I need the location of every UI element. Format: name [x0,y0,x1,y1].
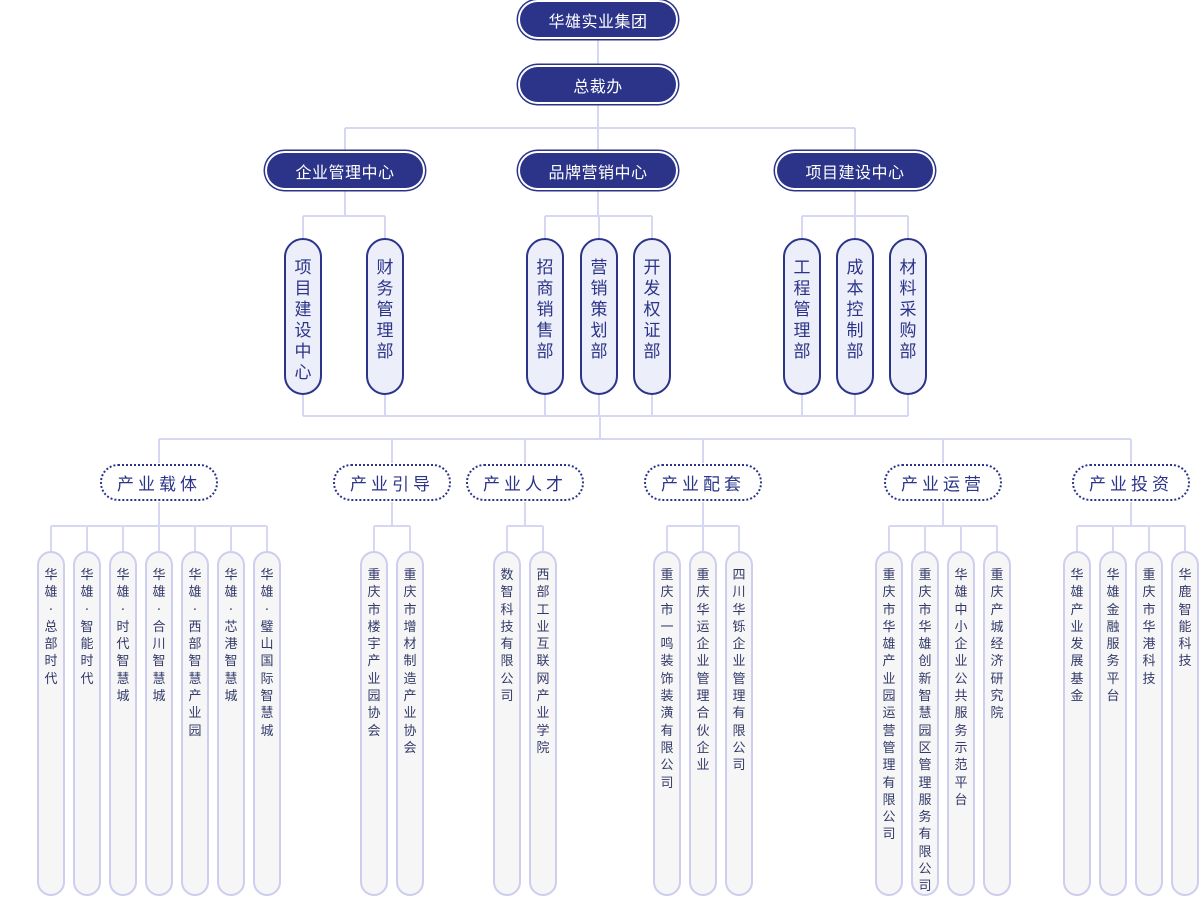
leaf-label: 重庆市增材制造产业协会 [403,568,417,756]
department-label: 工程管理部 [793,258,811,362]
leaf-node: 华雄·璧山国际智慧城 [253,551,281,896]
group-node: 产业投资 [1072,464,1190,501]
center-node: 项目建设中心 [777,153,933,188]
leaf-node: 重庆市华港科技 [1135,551,1163,896]
department-node: 营销策划部 [580,238,618,395]
center-label: 项目建设中心 [805,162,905,182]
leaf-label: 华雄·璧山国际智慧城 [260,568,274,739]
leaf-label: 重庆产城经济研究院 [990,568,1004,722]
leaf-label: 重庆华运企业管理合伙企业 [696,568,710,774]
center-label: 品牌营销中心 [548,162,648,182]
leaf-label: 西部工业互联网产业学院 [536,568,550,756]
leaf-node: 重庆市增材制造产业协会 [396,551,424,896]
group-node: 产业配套 [644,464,762,501]
leaf-label: 华雄·西部智慧产业园 [188,568,202,739]
group-label: 产业投资 [1089,475,1173,495]
group-label: 产业载体 [117,475,201,495]
department-node: 财务管理部 [366,238,404,395]
leaf-node: 重庆华运企业管理合伙企业 [689,551,717,896]
department-label: 开发权证部 [643,258,661,362]
leaf-label: 华雄·智能时代 [80,568,94,687]
leaf-node: 数智科技有限公司 [493,551,521,896]
center-node: 企业管理中心 [267,153,423,188]
leaf-node: 重庆市华雄产业园运营管理有限公司 [875,551,903,896]
leaf-label: 重庆市华港科技 [1142,568,1156,687]
leaf-label: 重庆市华雄创新智慧园区管理服务有限公司 [918,568,932,895]
leaf-label: 华雄·合川智慧城 [152,568,166,705]
department-label: 招商销售部 [536,258,554,362]
leaf-label: 华雄·总部时代 [44,568,58,687]
department-node: 开发权证部 [633,238,671,395]
leaf-node: 华雄中小企业公共服务示范平台 [947,551,975,896]
leaf-label: 数智科技有限公司 [500,568,514,705]
department-node: 项目建设中心 [284,238,322,395]
office-node: 总裁办 [520,67,676,102]
department-node: 材料采购部 [889,238,927,395]
leaf-label: 华鹿智能科技 [1178,568,1192,670]
leaf-label: 华雄·时代智慧城 [116,568,130,705]
leaf-label: 华雄金融服务平台 [1106,568,1120,705]
department-label: 材料采购部 [899,258,917,362]
leaf-node: 华雄·时代智慧城 [109,551,137,896]
department-label: 财务管理部 [376,258,394,362]
center-label: 企业管理中心 [295,162,395,182]
department-node: 招商销售部 [526,238,564,395]
leaf-node: 四川华铄企业管理有限公司 [725,551,753,896]
group-label: 产业运营 [901,475,985,495]
office-label: 总裁办 [573,76,623,96]
leaf-node: 重庆市华雄创新智慧园区管理服务有限公司 [911,551,939,896]
leaf-node: 华雄·合川智慧城 [145,551,173,896]
leaf-node: 华雄·智能时代 [73,551,101,896]
group-label: 产业人才 [483,475,567,495]
group-node: 产业人才 [466,464,584,501]
department-label: 项目建设中心 [294,258,312,383]
department-node: 成本控制部 [836,238,874,395]
leaf-node: 重庆产城经济研究院 [983,551,1011,896]
group-node: 产业载体 [100,464,218,501]
leaf-label: 重庆市一鸣装饰装潢有限公司 [660,568,674,791]
leaf-label: 重庆市楼宇产业园协会 [367,568,381,739]
department-label: 成本控制部 [846,258,864,362]
leaf-node: 华雄金融服务平台 [1099,551,1127,896]
leaf-node: 重庆市一鸣装饰装潢有限公司 [653,551,681,896]
leaf-label: 华雄中小企业公共服务示范平台 [954,568,968,808]
group-label: 产业引导 [350,475,434,495]
center-node: 品牌营销中心 [520,153,676,188]
department-label: 营销策划部 [590,258,608,362]
leaf-node: 华雄·芯港智慧城 [217,551,245,896]
leaf-label: 华雄产业发展基金 [1070,568,1084,705]
group-label: 产业配套 [661,475,745,495]
leaf-node: 华鹿智能科技 [1171,551,1199,896]
group-node: 产业引导 [333,464,451,501]
leaf-node: 华雄·总部时代 [37,551,65,896]
root-node: 华雄实业集团 [520,2,676,37]
leaf-label: 华雄·芯港智慧城 [224,568,238,705]
group-node: 产业运营 [884,464,1002,501]
leaf-node: 重庆市楼宇产业园协会 [360,551,388,896]
leaf-label: 重庆市华雄产业园运营管理有限公司 [882,568,896,843]
department-node: 工程管理部 [783,238,821,395]
leaf-node: 华雄产业发展基金 [1063,551,1091,896]
leaf-node: 西部工业互联网产业学院 [529,551,557,896]
leaf-label: 四川华铄企业管理有限公司 [732,568,746,774]
leaf-node: 华雄·西部智慧产业园 [181,551,209,896]
root-label: 华雄实业集团 [548,11,648,31]
